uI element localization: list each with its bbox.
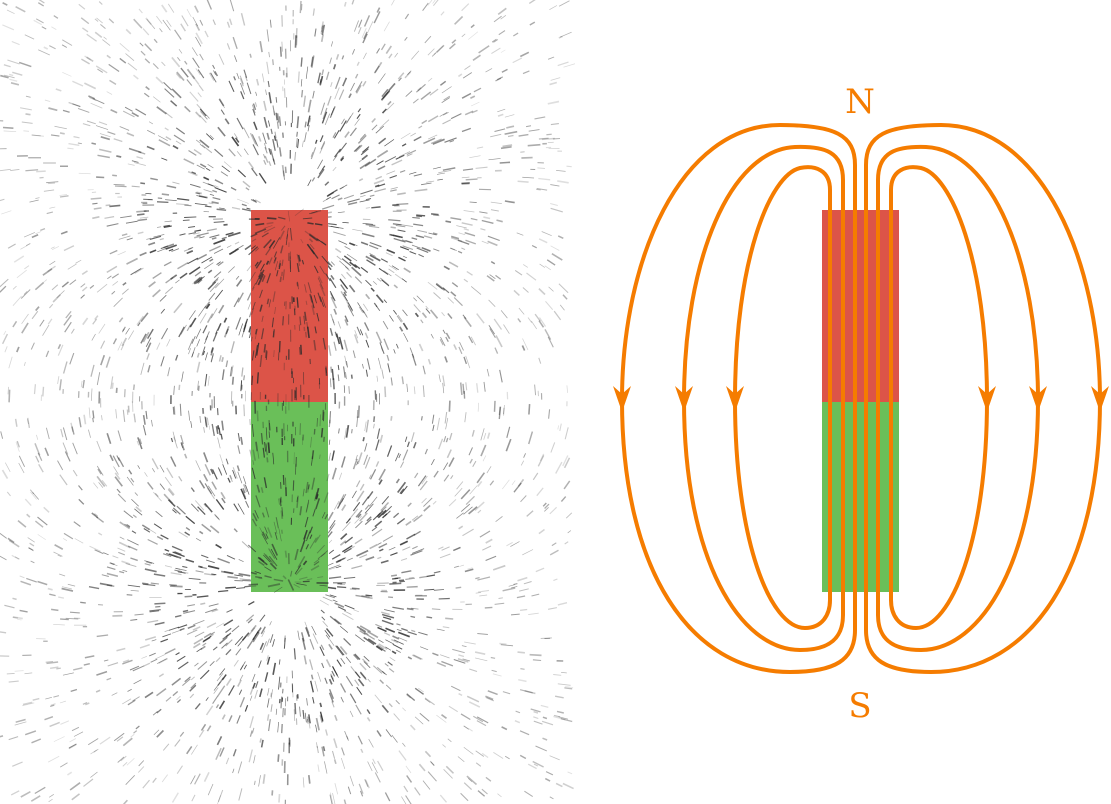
south-pole-label: S [848, 686, 871, 726]
field-lines-panel: N S [575, 0, 1111, 804]
field-line-left-inner [732, 165, 832, 631]
iron-filings-on-magnet [247, 208, 331, 593]
iron-filings-texture [0, 0, 575, 804]
field-line-right-inner [889, 165, 990, 631]
magnet-south-pole [251, 402, 328, 592]
arrow-down-icon [978, 386, 996, 412]
magnet-north-pole [822, 210, 899, 402]
arrow-down-icon [1091, 386, 1109, 412]
field-line-right-middle [876, 144, 1041, 653]
north-pole-label: N [845, 82, 875, 122]
magnet-south-pole [822, 402, 899, 592]
arrow-down-icon [1029, 386, 1047, 412]
arrow-down-icon [726, 386, 744, 412]
field-lines-diagram: N S [613, 82, 1109, 726]
iron-filings-panel [0, 0, 575, 804]
iron-filings-image [0, 0, 575, 804]
arrow-down-icon [675, 386, 693, 412]
arrow-down-icon [613, 386, 631, 412]
direction-arrows [613, 386, 1109, 412]
field-line-left-middle [681, 144, 845, 653]
magnet-north-pole [251, 210, 328, 402]
